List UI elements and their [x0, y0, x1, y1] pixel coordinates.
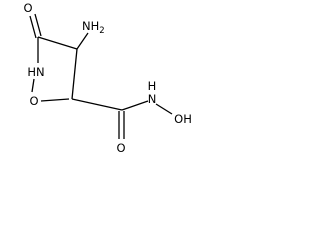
atom-n-amide: N — [148, 92, 157, 106]
atom-oh-hydroxy: OH — [174, 112, 192, 126]
bond-c3-o-keto-b — [34, 13, 42, 37]
bond-c3-c4 — [37, 36, 78, 50]
bond-c4-c5 — [71, 48, 78, 100]
atom-labels: O HN O NH2 O H N OH — [23, 1, 191, 155]
atom-o-keto: O — [23, 1, 32, 15]
bond-n-o-ring — [31, 78, 35, 93]
atom-h-amide: H — [148, 79, 157, 93]
bond-o-ring-c5 — [40, 98, 70, 102]
bond-camide-n — [121, 100, 149, 111]
bond-n-oh — [155, 103, 173, 115]
molecule-drawing: O HN O NH2 O H N OH — [23, 1, 191, 155]
atom-nh2: NH2 — [82, 19, 105, 36]
atom-o-amide: O — [116, 141, 125, 155]
atom-nh2-subscript: 2 — [99, 26, 104, 36]
bond-c5-camide — [71, 98, 123, 111]
atom-hn-ring: HN — [27, 65, 44, 79]
bond-lines — [29, 13, 173, 139]
bond-c4-nh2 — [76, 32, 89, 50]
atom-o-ring: O — [29, 94, 38, 108]
structure-diagram: O HN O NH2 O H N OH — [0, 0, 203, 162]
atom-nh2-main: NH — [82, 19, 99, 33]
bond-c3-o-keto-a — [29, 15, 37, 39]
